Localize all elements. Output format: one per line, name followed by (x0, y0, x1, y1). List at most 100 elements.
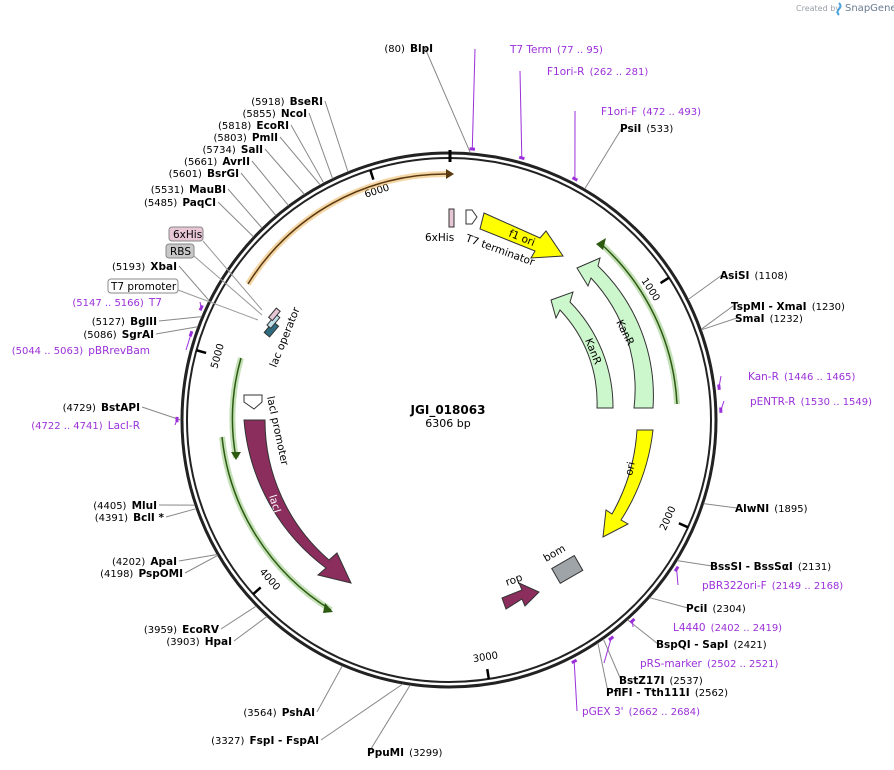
site-leader-line (627, 619, 659, 645)
primer-site[interactable]: pRS-marker (2502 .. 2521) (603, 635, 778, 671)
feature-t7-promoter-label: T7 promoter (110, 281, 177, 293)
restriction-sites: (80) BlpI PsiI (533) AsiSI (1108)TspMI - X… (63, 37, 845, 760)
restriction-site[interactable]: (5086) SgrAI (83, 323, 198, 342)
site-leader-line (240, 172, 277, 216)
restriction-site[interactable]: TspMI - XmaI (1230) (700, 295, 845, 330)
restriction-site[interactable]: (5127) BglII (92, 310, 202, 329)
feature-rbs-box[interactable] (165, 243, 195, 259)
restriction-site[interactable]: (5734) SalI (202, 138, 305, 195)
restriction-site[interactable]: (5485) PaqCI (144, 191, 254, 238)
restriction-site[interactable]: (3564) PshAI (243, 665, 343, 720)
primer-leader-line (185, 333, 192, 351)
primer-site[interactable]: pGEX 3' (2662 .. 2684) (571, 658, 700, 719)
restriction-site[interactable]: PsiI (533) (584, 117, 674, 190)
primer-site[interactable]: T7 Term (77 .. 95) (469, 38, 603, 151)
feature-ori[interactable] (602, 429, 654, 538)
site-leader-line (227, 188, 263, 229)
restriction-site[interactable]: (5918) BseRI (251, 90, 349, 172)
site-label: AlwNI (1895) (735, 497, 808, 516)
restriction-site[interactable]: AlwNI (1895) (703, 497, 808, 516)
feature-kanr-inner[interactable] (550, 291, 614, 409)
tick-mark (486, 668, 491, 680)
site-label: PpuMI (3299) (367, 741, 442, 760)
restriction-site[interactable]: (4405) MluI (93, 494, 195, 513)
site-leader-line (602, 638, 622, 681)
primer-site[interactable]: L4440 (2402 .. 2419) (629, 616, 782, 635)
restriction-site[interactable]: (3959) EcoRV (144, 605, 257, 637)
restriction-site[interactable]: (5855) NcoI (243, 102, 334, 179)
restriction-site[interactable]: (4198) PspOMI (100, 554, 218, 581)
site-leader-line (424, 47, 471, 154)
restriction-site[interactable]: (4202) ApaI (112, 550, 218, 569)
restriction-site[interactable]: (5803) PmlI (213, 126, 321, 186)
site-leader-line (141, 406, 182, 421)
site-leader-line (165, 508, 197, 518)
restriction-site[interactable]: BssSI - BssSαI (2131) (677, 555, 831, 574)
feature-t7-terminator[interactable] (465, 209, 478, 225)
primer-leader-line (631, 620, 634, 628)
feature-rop-label: rop (504, 572, 525, 589)
primer-site[interactable]: F1ori-R (262 .. 281) (518, 60, 648, 161)
primer-site[interactable]: (4722 .. 4741) LacI-R (31, 414, 179, 433)
restriction-site[interactable]: PflFI - Tth111I (2562) (597, 642, 728, 700)
feature-f1-ori[interactable] (479, 212, 564, 259)
feature-laci[interactable] (243, 419, 352, 584)
site-label: (4405) MluI (93, 494, 157, 513)
site-leader-line (220, 605, 257, 630)
primer-site[interactable]: Kan-R (1446 .. 1465) (717, 365, 856, 391)
restriction-site[interactable]: (4729) BstAPI (63, 396, 182, 421)
site-label: (5601) BsrGI (169, 162, 239, 181)
restriction-site[interactable]: (80) BlpI (384, 37, 471, 154)
site-leader-line (649, 597, 689, 609)
primer-site[interactable]: (5147 .. 5166) T7 (72, 291, 204, 311)
site-leader-line (178, 553, 218, 562)
site-label: (5734) SalI (202, 138, 263, 157)
site-leader-line (217, 201, 254, 238)
restriction-site[interactable]: PpuMI (3299) (367, 684, 442, 760)
primer-mark (571, 176, 578, 182)
primer-label: pRS-marker (2502 .. 2521) (640, 652, 778, 671)
restriction-site[interactable]: (5193) XbaI (112, 255, 210, 301)
snapgene-logo-icon (836, 2, 842, 16)
feature-bom[interactable] (551, 554, 584, 584)
feature-rop[interactable] (501, 582, 540, 610)
primer-site[interactable]: pBR322ori-F (2149 .. 2168) (673, 565, 843, 593)
primer-mark (571, 658, 578, 665)
restriction-site[interactable]: (3327) FspI - FspAI (211, 683, 404, 748)
primer-site[interactable]: (5044 .. 5063) pBRrevBam (12, 330, 194, 358)
restriction-site[interactable]: BstZ17I (2537) (602, 638, 703, 688)
feature-kanr-outer[interactable] (576, 257, 654, 409)
site-leader-line (233, 616, 268, 642)
feature-t7-promoter-box[interactable] (107, 278, 179, 294)
feature-laci-label: lacI (266, 493, 283, 514)
restriction-site[interactable]: (5601) BsrGI (169, 162, 277, 216)
site-leader-line (264, 148, 305, 195)
site-leader-line (368, 684, 411, 753)
orf-arrow-right (596, 238, 606, 250)
restriction-site[interactable]: (4391) BclI * (95, 506, 197, 525)
restriction-site[interactable]: (5818) EcoRI (218, 114, 325, 184)
primer-mark (673, 565, 680, 573)
feature-laci-promoter[interactable] (243, 394, 263, 410)
feature-6xhis-top[interactable] (448, 208, 455, 228)
site-label: PsiI (533) (620, 117, 673, 136)
restriction-site[interactable]: (5531) MauBI (151, 178, 263, 229)
site-leader-line (597, 642, 609, 693)
restriction-site[interactable]: SmaI (1232) (701, 307, 803, 331)
restriction-site[interactable]: (5661) AvrII (184, 150, 289, 206)
primer-site[interactable]: pENTR-R (1530 .. 1549) (719, 390, 872, 413)
feature-6xhis-left-box[interactable] (168, 226, 204, 242)
site-label: (5918) BseRI (251, 90, 323, 109)
primer-leader-line (471, 48, 476, 150)
restriction-site[interactable]: PciI (2304) (649, 597, 746, 616)
primer-leader-line (718, 375, 722, 388)
restriction-site[interactable]: AsiSI (1108) (688, 264, 788, 300)
restriction-site[interactable]: (3903) HpaI (166, 616, 268, 649)
feature-6xhis-top-label: 6xHis (425, 232, 454, 244)
site-label: BstZ17I (2537) (619, 669, 703, 688)
primer-site[interactable]: F1ori-F (472 .. 493) (571, 100, 701, 182)
primer-label: T7 Term (77 .. 95) (509, 38, 603, 57)
primer-label: pBR322ori-F (2149 .. 2168) (702, 574, 843, 593)
site-label: (4391) BclI * (95, 506, 165, 525)
site-leader-line (324, 100, 349, 172)
